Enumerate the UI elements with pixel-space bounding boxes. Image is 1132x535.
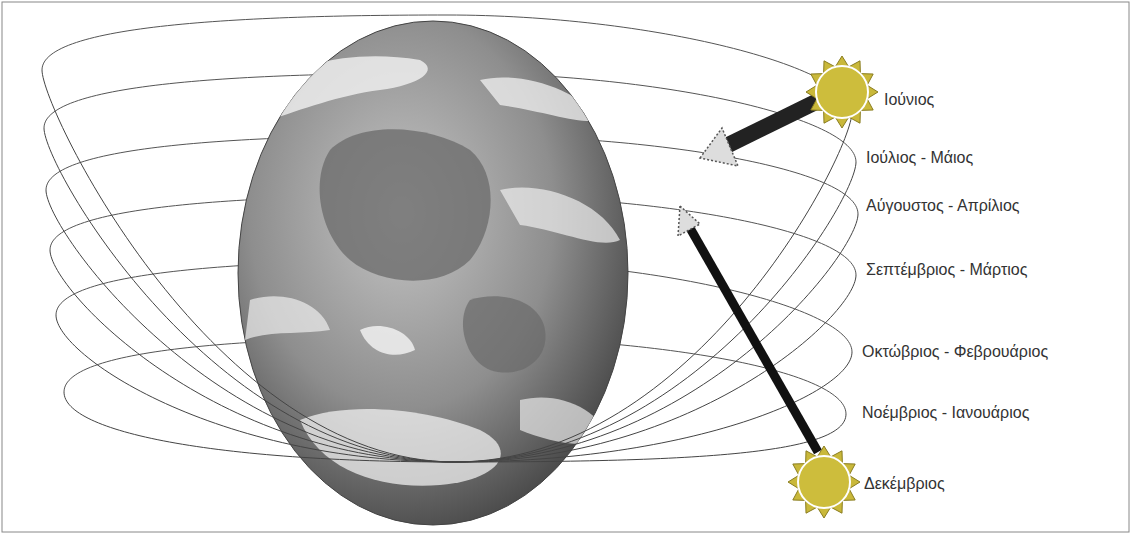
month-label: Σεπτέμβριος - Μάρτιος (866, 260, 1027, 280)
month-label: Οκτώβριος - Φεβρουάριος (862, 342, 1048, 362)
month-label: Νοέμβριος - Ιανουάριος (862, 403, 1029, 423)
earth-globe (238, 21, 628, 525)
sun-december (788, 446, 860, 518)
orbit-front (42, 70, 858, 462)
arrow-december (678, 206, 818, 452)
orbit-line (50, 250, 856, 462)
month-label: Ιούνιος (884, 90, 934, 110)
orbit-line (44, 128, 856, 462)
sun-rays (788, 446, 860, 518)
arrow-june (700, 96, 828, 166)
sun-disc (798, 456, 850, 508)
sun-june (806, 56, 878, 128)
orbit-line (42, 70, 852, 462)
sun-rays (806, 56, 878, 128)
sun-disc (816, 66, 868, 118)
month-label: Αύγουστος - Απρίλιος (866, 196, 1020, 216)
month-label: Ιούλιος - Μάιος (866, 148, 973, 168)
month-label: Δεκέμβριος (864, 474, 945, 494)
orbit-line (46, 190, 858, 462)
orbit-line (64, 392, 846, 462)
orbit-line (56, 315, 852, 462)
